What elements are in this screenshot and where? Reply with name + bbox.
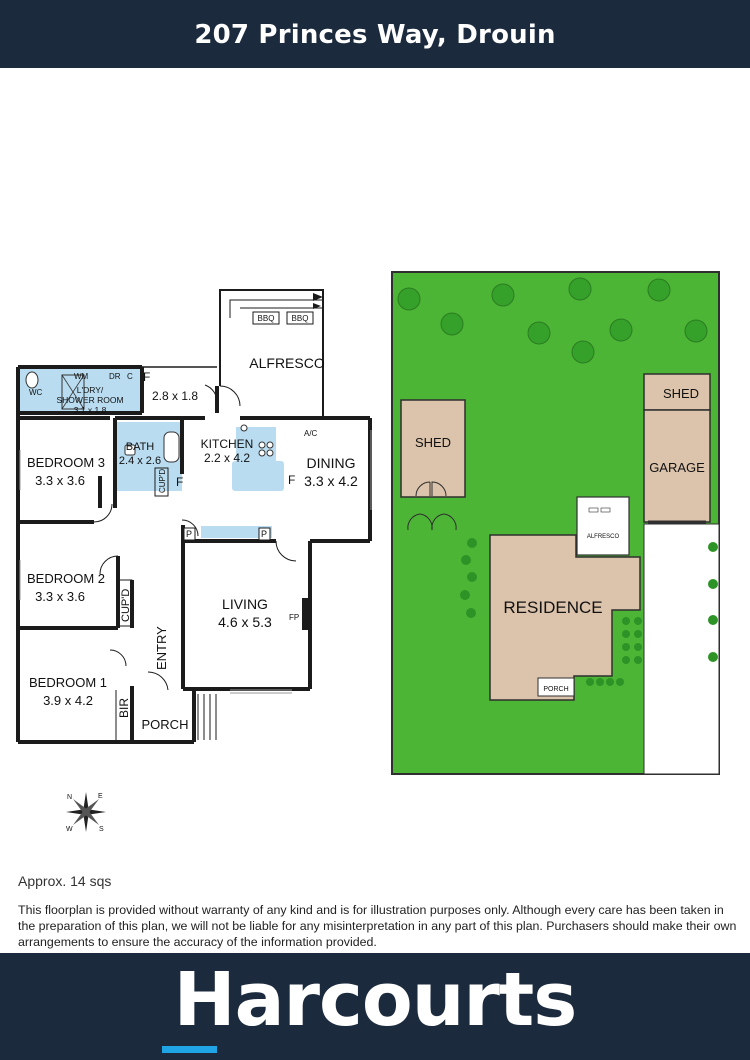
bedroom2-label: BEDROOM 2 — [27, 571, 105, 586]
kitchen-island — [232, 461, 284, 491]
wc-label: WC — [29, 388, 43, 397]
hall-fridge-label: F — [143, 370, 150, 384]
footer-bar: Harcourts — [0, 953, 750, 1060]
wm-label: WM — [74, 372, 89, 381]
floor-plan: BBQ BBQ — [16, 289, 372, 744]
c-label: C — [127, 372, 133, 381]
driveway — [643, 523, 720, 775]
residence-label: RESIDENCE — [503, 598, 602, 617]
compass-n: N — [67, 794, 72, 801]
fireplace-label: FP — [289, 613, 299, 622]
bbq-label-2: BBQ — [292, 314, 309, 323]
bedroom2-size: 3.3 x 3.6 — [35, 589, 85, 604]
kitchen-label: KITCHEN — [201, 437, 254, 451]
garage-label: GARAGE — [649, 460, 705, 475]
disclaimer-text: This floorplan is provided without warra… — [18, 903, 737, 949]
compass-s: S — [99, 826, 104, 833]
shed-left-label: SHED — [415, 435, 451, 450]
living-size: 4.6 x 5.3 — [218, 614, 272, 630]
bath-cupboard-label: CUP'D — [158, 469, 167, 493]
dr-label: DR — [109, 372, 121, 381]
dining-label: DINING — [307, 455, 356, 471]
brand-underline — [162, 1046, 217, 1053]
bbq-label-1: BBQ — [258, 314, 275, 323]
compass-w: W — [66, 826, 73, 833]
pantry-label-1: P — [186, 529, 192, 539]
site-alfresco-label: ALFRESCO — [587, 534, 620, 540]
shed-right-label: SHED — [663, 386, 699, 401]
brand-logo: Harcourts — [173, 957, 578, 1043]
residence — [489, 534, 641, 701]
living-label: LIVING — [222, 596, 268, 612]
laundry-label-line1: L'DRY/ — [77, 385, 104, 395]
shed-right — [643, 373, 711, 411]
bath-fridge-label: F — [176, 475, 183, 489]
area-note: Approx. 14 sqs — [18, 873, 112, 889]
site-alfresco — [576, 496, 630, 556]
site-plan: SHED SHED GARAGE RESIDENCE PORCH ALFRESC… — [391, 271, 720, 775]
dining-size: 3.3 x 4.2 — [304, 473, 358, 489]
living-bench — [201, 526, 272, 538]
garage — [643, 409, 711, 523]
bedroom2-cupboard-label: CUP'D — [120, 589, 132, 622]
kitchen-fridge-label: F — [288, 473, 295, 487]
bath-label: BATH — [126, 441, 155, 453]
entry-label: ENTRY — [154, 626, 169, 670]
laundry-label-line2: SHOWER ROOM — [56, 395, 123, 405]
hall-size: 2.8 x 1.8 — [152, 389, 198, 403]
bir-label: BIR — [117, 698, 131, 718]
bath-size: 2.4 x 2.6 — [119, 455, 161, 467]
kitchen-size: 2.2 x 4.2 — [204, 451, 250, 465]
ac-label: A/C — [304, 429, 318, 438]
compass-e: E — [98, 793, 103, 800]
laundry-size: 3.1 x 1.8 — [74, 405, 107, 415]
site-porch-label: PORCH — [543, 686, 568, 693]
bedroom3-size: 3.3 x 3.6 — [35, 473, 85, 488]
bedroom1-size: 3.9 x 4.2 — [43, 693, 93, 708]
bedroom1-label: BEDROOM 1 — [29, 675, 107, 690]
page-title: 207 Princes Way, Drouin — [194, 20, 556, 50]
shed-left — [400, 399, 466, 498]
compass-icon: N E S W — [66, 792, 106, 833]
pantry-label-2: P — [261, 529, 267, 539]
bedroom3-label: BEDROOM 3 — [27, 455, 105, 470]
porch-label: PORCH — [142, 717, 189, 732]
header-bar: 207 Princes Way, Drouin — [0, 0, 750, 68]
alfresco-label: ALFRESCO — [249, 355, 325, 371]
